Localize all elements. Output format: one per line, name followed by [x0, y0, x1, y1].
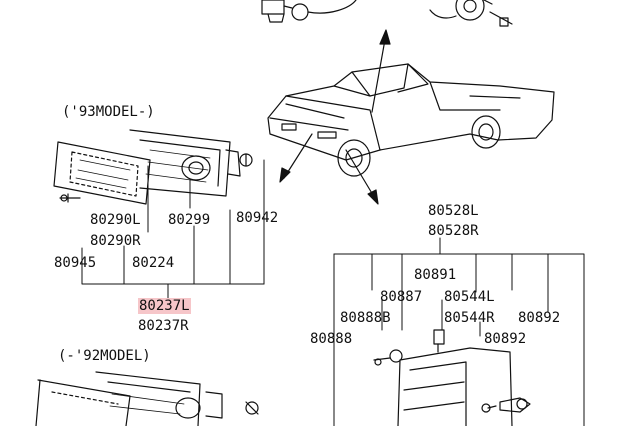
side-marker-92	[35, 371, 259, 426]
part-80887: 80887	[380, 289, 423, 305]
label-93-model: ('93MODEL-)	[62, 104, 155, 120]
part-80290L: 80290L	[90, 212, 141, 228]
part-80945: 80945	[54, 255, 97, 271]
part-80891: 80891	[414, 267, 457, 283]
rear-lamp-box	[333, 237, 585, 426]
part-80892-a: 80892	[518, 310, 561, 326]
part-80544R: 80544R	[444, 310, 495, 326]
part-80544L: 80544L	[444, 289, 495, 305]
part-80224: 80224	[132, 255, 175, 271]
side-marker-93	[53, 129, 253, 205]
part-80237R: 80237R	[138, 318, 189, 334]
part-80290R: 80290R	[90, 233, 141, 249]
leader-lines-93	[81, 159, 265, 299]
rear-combination-lamp	[373, 329, 531, 426]
label-92-model: (-'92MODEL)	[58, 348, 151, 364]
part-80237L[interactable]: 80237L	[138, 298, 191, 314]
pickup-truck	[267, 63, 555, 177]
socket-top-right	[429, 0, 513, 27]
part-80942: 80942	[236, 210, 279, 226]
part-80528R: 80528R	[428, 223, 479, 239]
bulb-socket-top-left	[261, 0, 357, 23]
part-80888: 80888	[310, 331, 353, 347]
part-80888B: 80888B	[340, 310, 391, 326]
arrows	[279, 29, 391, 205]
part-80892-b: 80892	[484, 331, 527, 347]
part-80299: 80299	[168, 212, 211, 228]
part-80528L: 80528L	[428, 203, 479, 219]
